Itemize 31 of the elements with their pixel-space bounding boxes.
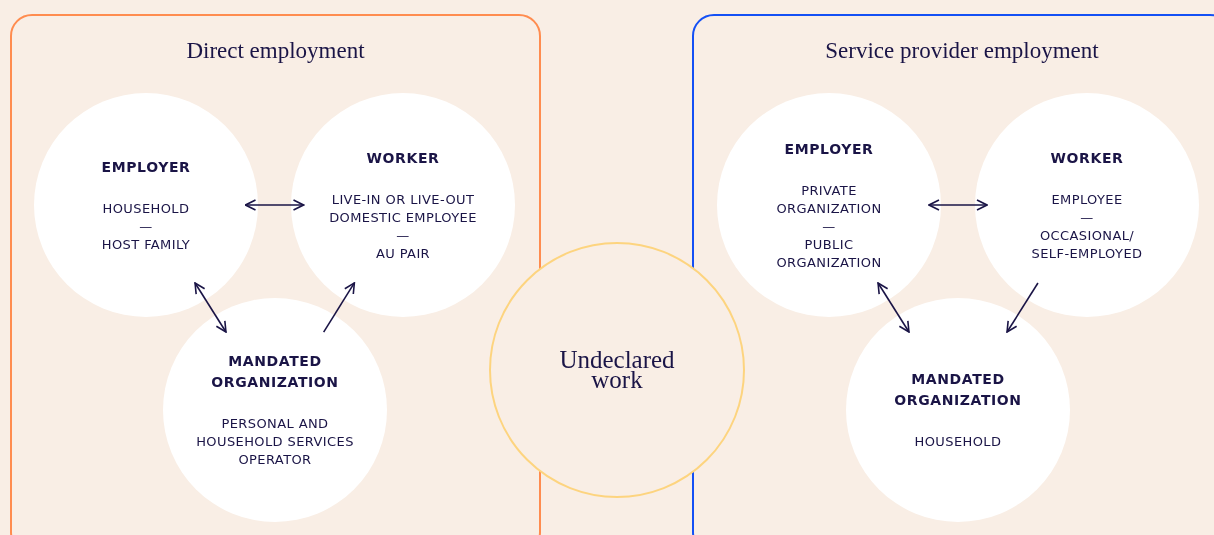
role-text: PRIVATE ORGANIZATION [775, 181, 883, 218]
group-title: Service provider employment [824, 38, 1100, 64]
role-text: LIVE-IN OR LIVE-OUT DOMESTIC EMPLOYEE [328, 190, 478, 227]
role-heading: MANDATED ORGANIZATION [210, 352, 340, 392]
role-heading: MANDATED ORGANIZATION [893, 370, 1023, 410]
role-text: — [1080, 208, 1094, 227]
role-heading: WORKER [1050, 148, 1124, 168]
role-text: — [822, 217, 836, 236]
role-text: OCCASIONAL/ SELF-EMPLOYED [1030, 226, 1144, 263]
group-panel [692, 14, 1214, 535]
role-text: EMPLOYEE [1051, 190, 1123, 209]
arrow [322, 282, 356, 333]
role-heading: WORKER [366, 148, 440, 168]
role-text: PUBLIC ORGANIZATION [775, 235, 883, 272]
role-text: — [396, 226, 410, 245]
role-heading: EMPLOYER [101, 157, 191, 177]
role-text: HOUSEHOLD [914, 433, 1002, 451]
role-text: AU PAIR [375, 244, 431, 263]
arrow [1006, 282, 1039, 333]
role-text: PERSONAL AND HOUSEHOLD SERVICES OPERATOR [195, 415, 355, 469]
group-panel [10, 14, 541, 535]
arrow [194, 282, 227, 333]
arrow [244, 199, 305, 211]
role-text: — [139, 217, 153, 236]
role-heading: EMPLOYER [784, 139, 874, 159]
group-title: Direct employment [185, 38, 366, 64]
circle-title: Undeclared work [558, 350, 676, 390]
arrow [928, 199, 988, 211]
role-text: HOUSEHOLD [102, 199, 190, 218]
role-text: HOST FAMILY [101, 235, 191, 254]
arrow [877, 282, 910, 333]
